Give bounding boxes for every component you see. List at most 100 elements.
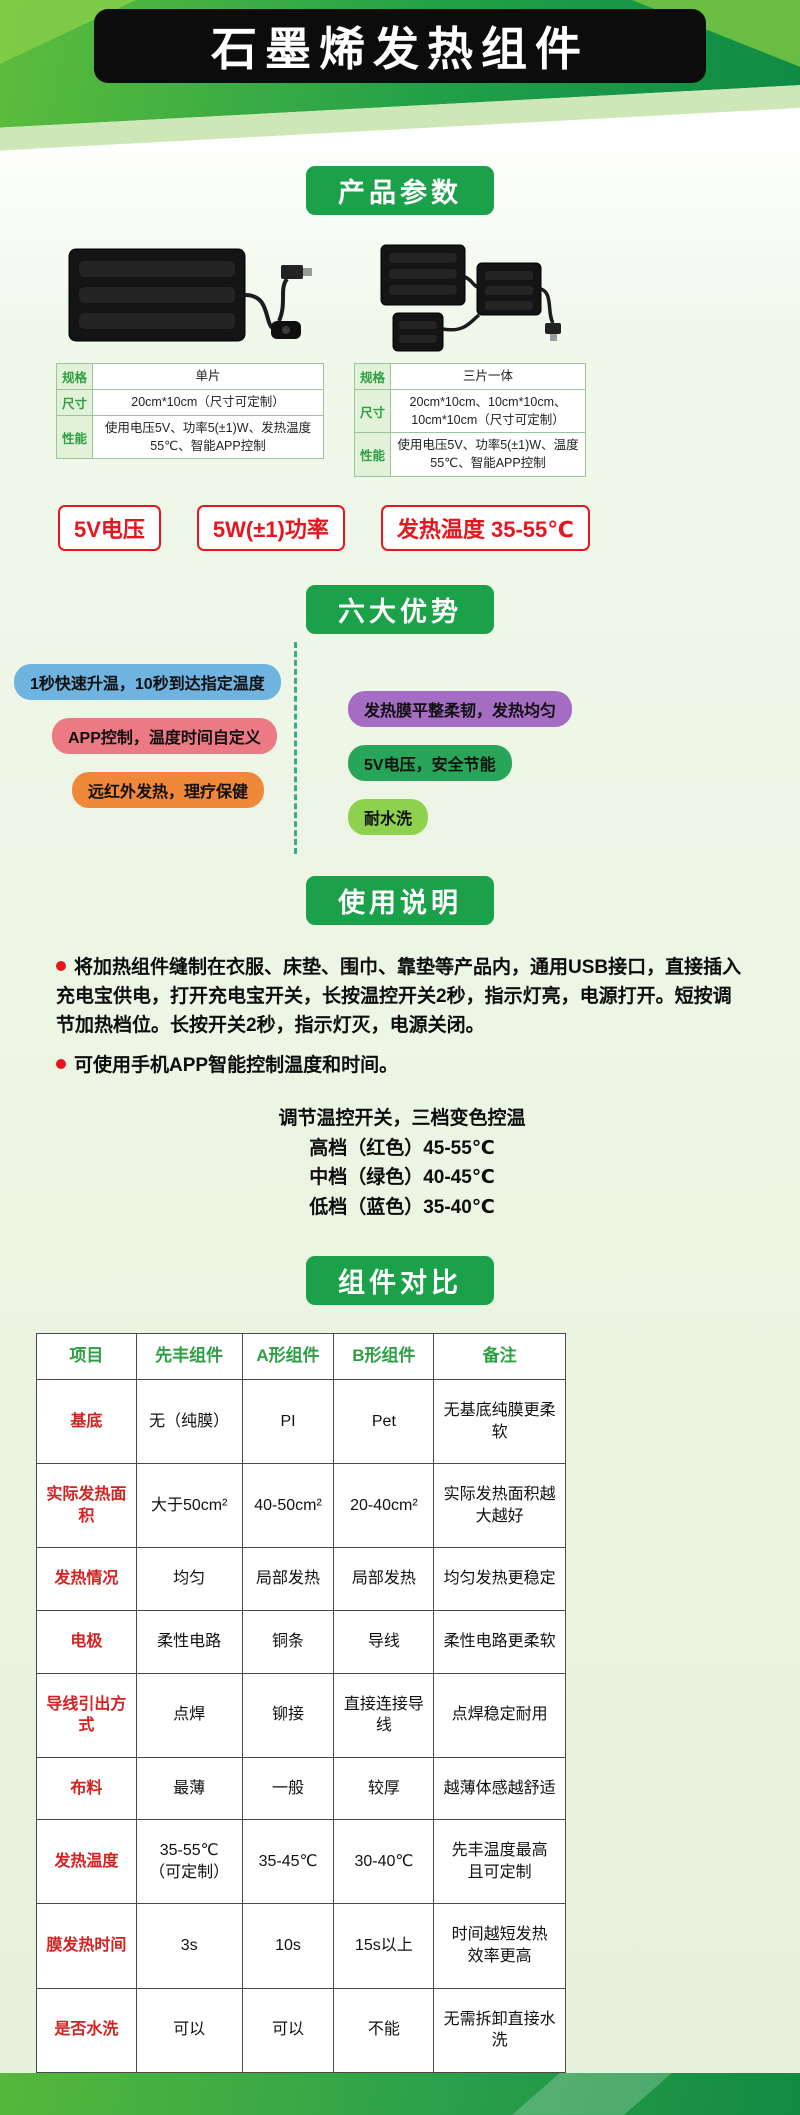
col-header-item: 项目	[36, 1333, 137, 1380]
cell: 直接连接导线	[333, 1672, 435, 1758]
advantage-pill-flexible-film: 发热膜平整柔韧，发热均匀	[348, 690, 573, 727]
temp-level-mid: 中档（绿色）40-45℃	[309, 1167, 495, 1189]
cell: 可以	[241, 1987, 335, 2073]
cell: 35-55℃ （可定制）	[135, 1819, 243, 1905]
usage-body: 将加热组件缝制在衣服、床垫、围巾、靠垫等产品内，通用USB接口，直接插入充电宝供…	[56, 953, 748, 1223]
table-row-heating-area: 实际发热面积 大于50cm² 40-50cm² 20-40cm² 实际发热面积越…	[36, 1463, 566, 1549]
product-params-section: 产品参数	[0, 152, 800, 551]
table-row-washable: 是否水洗 可以 可以 不能 无需拆卸直接水洗	[36, 1987, 566, 2073]
spec-value: 使用电压5V、功率5(±1)W、温度55℃、智能APP控制	[390, 432, 586, 477]
cell: 局部发热	[333, 1547, 435, 1611]
voltage-badge: 5V电压	[58, 504, 161, 551]
advantage-pill-washable: 耐水洗	[348, 798, 429, 835]
col-header-type-b: B形组件	[333, 1333, 435, 1380]
table-row-film-heat-time: 膜发热时间 3s 10s 15s以上 时间越短发热 效率更高	[36, 1903, 566, 1989]
section-header-product-params: 产品参数	[306, 166, 494, 215]
cell: 柔性电路更柔软	[433, 1609, 566, 1674]
table-row-heating-uniformity: 发热情况 均匀 局部发热 局部发热 均匀发热更稳定	[36, 1547, 566, 1611]
cell: 铜条	[241, 1609, 335, 1674]
page-title: 石墨烯发热组件	[211, 23, 589, 75]
col-header-xianfeng: 先丰组件	[135, 1333, 243, 1380]
advantages-section: 六大优势 1秒快速升温，10秒到达指定温度 发热膜平整柔韧，发热均匀 APP控制…	[0, 551, 800, 854]
spec-label: 规格	[354, 363, 391, 390]
cell: 35-45℃	[241, 1819, 335, 1905]
cell: 点焊稳定耐用	[433, 1672, 566, 1758]
cell: 柔性电路	[135, 1609, 243, 1674]
comparison-header-row: 项目 先丰组件 A形组件 B形组件 备注	[36, 1333, 566, 1380]
cell: 实际发热面积越大越好	[433, 1463, 566, 1549]
table-row-electrode: 电极 柔性电路 铜条 导线 柔性电路更柔软	[36, 1609, 566, 1674]
cell: 不能	[333, 1987, 435, 2073]
temp-level-high: 高档（红色）45-55℃	[309, 1137, 495, 1159]
cell: 30-40℃	[333, 1819, 435, 1905]
cell: 时间越短发热 效率更高	[433, 1903, 566, 1989]
cell: PI	[241, 1378, 335, 1465]
cell: 越薄体感越舒适	[433, 1756, 566, 1821]
cell: 无需拆卸直接水洗	[433, 1987, 566, 2073]
section-header-usage: 使用说明	[306, 875, 494, 925]
col-header-remark: 备注	[433, 1333, 566, 1380]
cell: 最薄	[135, 1756, 243, 1821]
spec-label: 性能	[354, 432, 391, 477]
cell: 10s	[241, 1903, 335, 1989]
temp-note-title: 调节温控开关，三档变色控温	[278, 1108, 526, 1130]
usage-bullet-1-text: 将加热组件缝制在衣服、床垫、围巾、靠垫等产品内，通用USB接口，直接插入充电宝供…	[56, 956, 742, 1037]
product-three-piece: 规格 三片一体 尺寸 20cm*10cm、10cm*10cm、10cm*10cm…	[354, 237, 586, 477]
col-header-type-a: A形组件	[241, 1333, 335, 1380]
advantage-pill-infrared: 远红外发热，理疗保健	[72, 771, 265, 808]
spec-label: 尺寸	[56, 389, 93, 416]
usage-bullet-2: 可使用手机APP智能控制温度和时间。	[56, 1051, 748, 1080]
comparison-table: 项目 先丰组件 A形组件 B形组件 备注 基底 无（纯膜） PI Pet 无基底…	[36, 1333, 566, 2073]
usage-section: 使用说明 将加热组件缝制在衣服、床垫、围巾、靠垫等产品内，通用USB接口，直接插…	[0, 850, 800, 1223]
usage-bullet-2-text: 可使用手机APP智能控制温度和时间。	[74, 1054, 399, 1076]
cell: 一般	[241, 1756, 335, 1821]
row-label: 发热情况	[36, 1547, 137, 1611]
cell: 铆接	[241, 1672, 335, 1758]
cell: 较厚	[333, 1756, 435, 1821]
section-header-comparison: 组件对比	[306, 1256, 494, 1305]
top-banner: 石墨烯发热组件	[0, 0, 800, 152]
cell: 大于50cm²	[135, 1463, 243, 1549]
spec-value: 使用电压5V、功率5(±1)W、发热温度55℃、智能APP控制	[92, 414, 324, 460]
row-label: 膜发热时间	[36, 1903, 137, 1989]
row-label: 发热温度	[36, 1819, 137, 1905]
temp-control-note: 调节温控开关，三档变色控温 高档（红色）45-55℃ 中档（绿色）40-45℃ …	[56, 1104, 748, 1222]
cell: 均匀发热更稳定	[433, 1547, 566, 1611]
table-row-fabric: 布料 最薄 一般 较厚 越薄体感越舒适	[36, 1756, 566, 1821]
cell: 导线	[333, 1609, 435, 1674]
spec-row: 性能 使用电压5V、功率5(±1)W、发热温度55℃、智能APP控制	[56, 414, 324, 460]
row-label: 基底	[36, 1378, 137, 1465]
comparison-section: 组件对比 项目 先丰组件 A形组件 B形组件 备注 基底 无（纯膜） PI	[0, 1222, 800, 2073]
section-header-advantages: 六大优势	[306, 584, 494, 634]
advantage-pill-app-control: APP控制，温度时间自定义	[52, 717, 277, 754]
product-single: 规格 单片 尺寸 20cm*10cm（尺寸可定制） 性能 使用电压5V、功率5(…	[56, 237, 324, 460]
timeline-dashed-line	[294, 641, 297, 854]
spec-value: 单片	[92, 363, 324, 390]
table-row-heating-temp: 发热温度 35-55℃ （可定制） 35-45℃ 30-40℃ 先丰温度最高 且…	[36, 1819, 566, 1905]
spec-value: 三片一体	[390, 363, 586, 390]
row-label: 电极	[36, 1609, 137, 1674]
cell: 点焊	[135, 1672, 243, 1758]
bullet-dot	[56, 960, 66, 971]
row-label: 实际发热面积	[36, 1463, 137, 1549]
temperature-badge: 发热温度 35-55℃	[380, 504, 590, 551]
single-pad-drawing	[68, 248, 312, 342]
spec-row: 规格 三片一体	[354, 363, 586, 390]
advantages-diagram: 1秒快速升温，10秒到达指定温度 发热膜平整柔韧，发热均匀 APP控制，温度时间…	[0, 641, 800, 854]
cell: 局部发热	[241, 1547, 335, 1611]
spec-value: 20cm*10cm、10cm*10cm、10cm*10cm（尺寸可定制）	[390, 388, 586, 434]
feature-badges: 5V电压 5W(±1)功率 发热温度 35-55℃	[58, 504, 800, 551]
spec-label: 尺寸	[354, 388, 391, 434]
cell: 无（纯膜）	[135, 1378, 243, 1465]
spec-label: 性能	[56, 414, 93, 460]
three-piece-pad-drawing	[380, 244, 561, 352]
cell: 先丰温度最高 且可定制	[433, 1819, 566, 1905]
cell: 15s以上	[333, 1903, 435, 1989]
usage-bullet-1: 将加热组件缝制在衣服、床垫、围巾、靠垫等产品内，通用USB接口，直接插入充电宝供…	[56, 953, 748, 1041]
product-row: 规格 单片 尺寸 20cm*10cm（尺寸可定制） 性能 使用电压5V、功率5(…	[56, 237, 800, 477]
power-badge: 5W(±1)功率	[196, 504, 345, 551]
cell: Pet	[333, 1378, 435, 1465]
cell: 可以	[135, 1987, 243, 2073]
cell: 40-50cm²	[241, 1463, 335, 1549]
